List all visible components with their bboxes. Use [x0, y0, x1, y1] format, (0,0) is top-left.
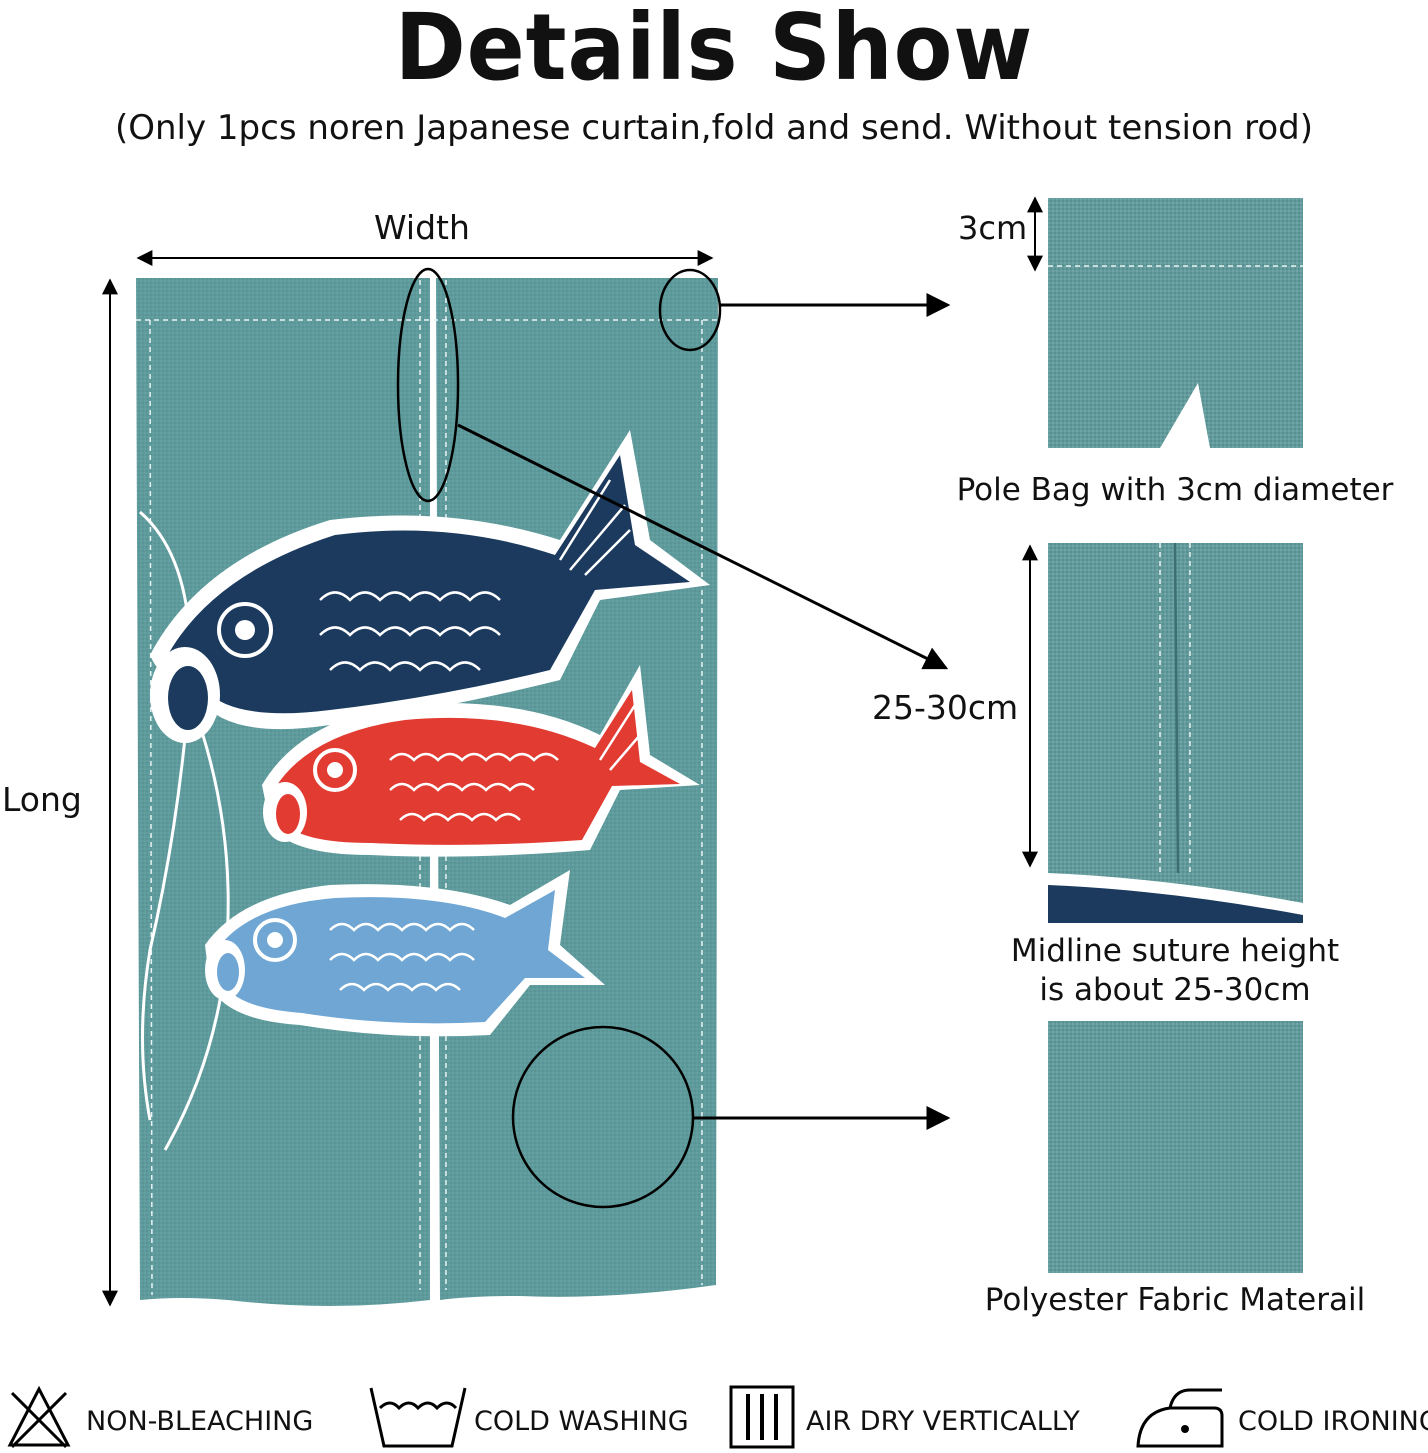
width-label: Width: [374, 208, 470, 247]
midline-caption-line2: is about 25-30cm: [1039, 972, 1311, 1008]
midline-closeup: [1048, 543, 1303, 923]
drip-dry-icon: [729, 1385, 795, 1449]
cold-wash-icon: [369, 1387, 467, 1448]
page-subtitle: (Only 1pcs noren Japanese curtain,fold a…: [114, 108, 1314, 148]
red-koi-illustration: [262, 665, 700, 857]
long-label: Long: [2, 780, 82, 819]
midline-measure: 25-30cm: [872, 688, 1019, 727]
care-label-non-bleaching: NON-BLEACHING: [86, 1406, 314, 1437]
pole-bag-caption: Pole Bag with 3cm diameter: [956, 472, 1394, 508]
navy-koi-illustration: [150, 430, 710, 743]
fabric-closeup: [1048, 1021, 1303, 1273]
pole-bag-closeup: [1048, 198, 1303, 448]
care-label-cold-ironing: COLD IRONING: [1238, 1406, 1428, 1437]
pole-bag-measure: 3cm: [958, 209, 1028, 247]
iron-icon: [1136, 1388, 1224, 1448]
fabric-caption: Polyester Fabric Materail: [984, 1282, 1366, 1318]
page-title: Details Show: [394, 0, 1034, 101]
care-label-air-dry: AIR DRY VERTICALLY: [806, 1406, 1080, 1437]
care-label-cold-washing: COLD WASHING: [474, 1406, 689, 1437]
midline-caption-line1: Midline suture height: [1010, 933, 1340, 969]
no-bleach-icon: [7, 1385, 71, 1449]
blue-koi-illustration: [205, 870, 605, 1037]
